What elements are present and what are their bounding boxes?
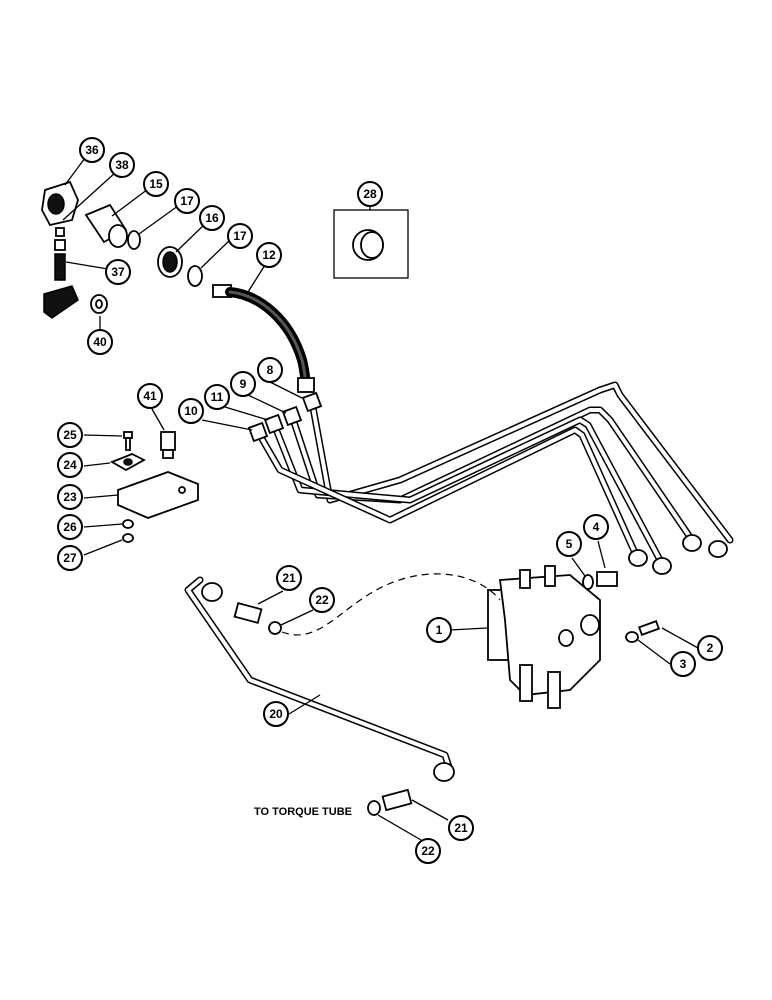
callout-23: 23 — [57, 484, 83, 510]
callout-22-lower: 22 — [415, 838, 441, 864]
callout-37: 37 — [105, 259, 131, 285]
svg-text:15: 15 — [149, 177, 163, 191]
part-25-bolt — [123, 431, 133, 451]
svg-text:22: 22 — [421, 844, 435, 858]
callout-2: 2 — [697, 635, 723, 661]
callout-27: 27 — [57, 545, 83, 571]
svg-text:17: 17 — [180, 194, 194, 208]
callout-21-upper: 21 — [276, 565, 302, 591]
callout-24: 24 — [57, 452, 83, 478]
part-38-pin — [55, 227, 65, 237]
callout-41: 41 — [137, 383, 163, 409]
dashed-connection-line — [281, 573, 501, 636]
callout-38: 38 — [109, 152, 135, 178]
svg-text:41: 41 — [143, 389, 157, 403]
svg-text:8: 8 — [267, 363, 274, 377]
svg-text:9: 9 — [240, 377, 247, 391]
part-17-oring-upper — [127, 230, 141, 250]
part-1-control-valve — [487, 565, 601, 709]
svg-text:25: 25 — [63, 428, 77, 442]
callout-22-upper: 22 — [309, 587, 335, 613]
part-16-ring — [157, 246, 183, 278]
part-21-fitting-lower — [381, 788, 413, 812]
callout-26: 26 — [57, 514, 83, 540]
svg-text:26: 26 — [63, 520, 77, 534]
callout-4: 4 — [583, 514, 609, 540]
svg-text:27: 27 — [63, 551, 77, 565]
svg-text:28: 28 — [363, 187, 377, 201]
part-40-washer — [90, 294, 108, 314]
part-5-oring — [582, 574, 594, 590]
svg-text:36: 36 — [85, 143, 99, 157]
part-lever — [43, 285, 79, 319]
callout-17-upper: 17 — [174, 188, 200, 214]
callout-40: 40 — [87, 329, 113, 355]
callout-16: 16 — [199, 205, 225, 231]
svg-text:3: 3 — [680, 657, 687, 671]
callout-25: 25 — [57, 422, 83, 448]
svg-text:16: 16 — [205, 211, 219, 225]
svg-text:38: 38 — [115, 158, 129, 172]
callout-20: 20 — [263, 701, 289, 727]
svg-text:21: 21 — [454, 821, 468, 835]
svg-text:20: 20 — [269, 707, 283, 721]
svg-text:24: 24 — [63, 458, 77, 472]
callout-21-lower: 21 — [448, 815, 474, 841]
leader-lines — [62, 157, 699, 841]
callout-15: 15 — [143, 171, 169, 197]
svg-text:22: 22 — [315, 593, 329, 607]
part-20-return-tube — [184, 576, 455, 782]
callout-36: 36 — [79, 137, 105, 163]
part-37-spring — [54, 239, 66, 281]
callout-12: 12 — [256, 242, 282, 268]
part-15-coupler — [84, 203, 128, 248]
svg-text:40: 40 — [93, 335, 107, 349]
part-36-coupler-body — [41, 180, 79, 227]
svg-text:23: 23 — [63, 490, 77, 504]
part-12-hose — [212, 284, 315, 393]
part-21-fitting-upper — [233, 602, 263, 624]
part-26-nut — [122, 519, 134, 529]
callout-5: 5 — [556, 531, 582, 557]
callout-10: 10 — [178, 398, 204, 424]
callout-9: 9 — [230, 371, 256, 397]
svg-text:37: 37 — [111, 265, 125, 279]
callout-1: 1 — [426, 617, 452, 643]
part-27-nut — [122, 533, 134, 543]
svg-text:1: 1 — [436, 623, 443, 637]
part-41-plug — [160, 431, 176, 459]
tube-bundle — [247, 381, 734, 575]
part-2-bolt — [638, 620, 660, 636]
svg-text:4: 4 — [593, 520, 600, 534]
part-22-oring-lower — [367, 800, 381, 816]
callout-11: 11 — [204, 384, 230, 410]
part-22-oring-upper — [268, 621, 282, 635]
part-24-clamp — [109, 453, 146, 472]
svg-text:10: 10 — [184, 404, 198, 418]
svg-text:21: 21 — [282, 571, 296, 585]
callout-17-lower: 17 — [227, 223, 253, 249]
svg-text:12: 12 — [262, 248, 276, 262]
part-28-box — [333, 209, 409, 279]
svg-text:11: 11 — [211, 390, 224, 404]
part-23-bracket — [117, 471, 199, 519]
callout-3: 3 — [670, 651, 696, 677]
part-17-oring-lower — [187, 265, 203, 287]
part-4-fitting — [596, 571, 618, 587]
to-torque-tube-label: TO TORQUE TUBE — [254, 806, 352, 818]
svg-text:17: 17 — [233, 229, 247, 243]
svg-text:5: 5 — [566, 537, 573, 551]
callout-28: 28 — [357, 181, 383, 207]
svg-text:2: 2 — [707, 641, 714, 655]
callout-8: 8 — [257, 357, 283, 383]
part-3-nut — [625, 631, 639, 643]
